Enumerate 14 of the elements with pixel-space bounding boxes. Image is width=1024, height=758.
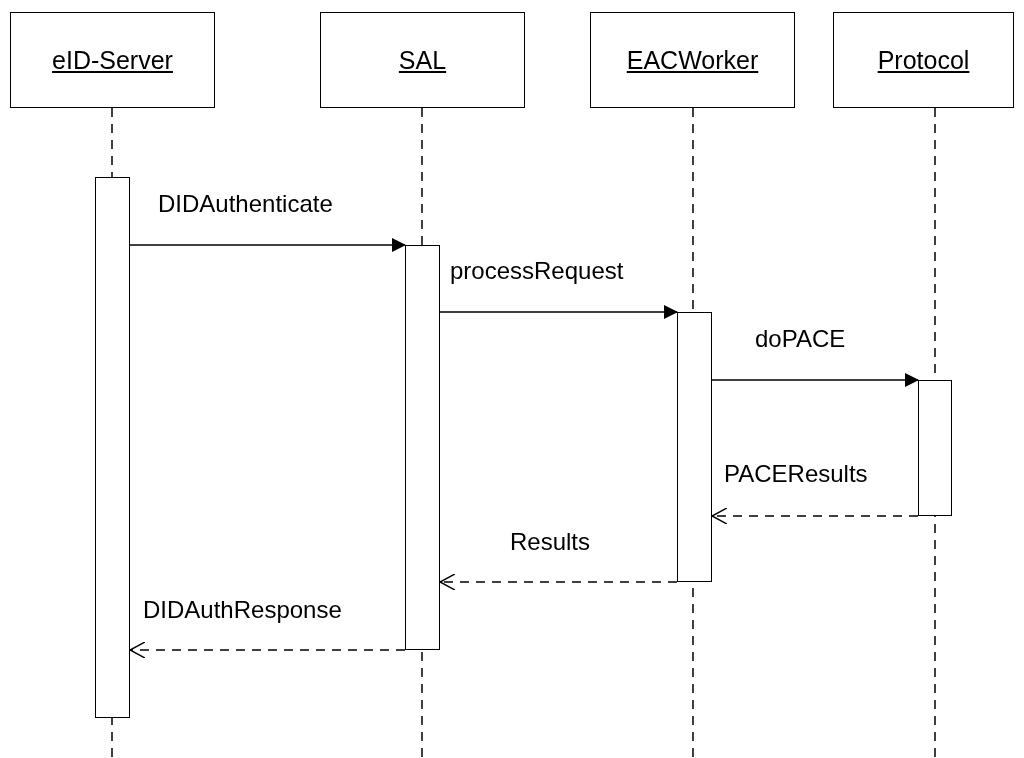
participant-box: EACWorker <box>590 12 795 108</box>
message-arrow <box>129 238 406 252</box>
activation-bar <box>677 312 712 582</box>
activation-bar <box>95 177 130 718</box>
activation-bar <box>405 245 440 650</box>
message-arrow <box>711 373 919 387</box>
participant-box: Protocol <box>833 12 1014 108</box>
participant-box: SAL <box>320 12 525 108</box>
participant-box: eID-Server <box>10 12 215 108</box>
return-arrow <box>129 641 406 659</box>
return-arrow <box>439 573 678 591</box>
activation-bar <box>918 380 952 516</box>
message-arrow <box>439 305 678 319</box>
return-arrow <box>711 507 919 525</box>
